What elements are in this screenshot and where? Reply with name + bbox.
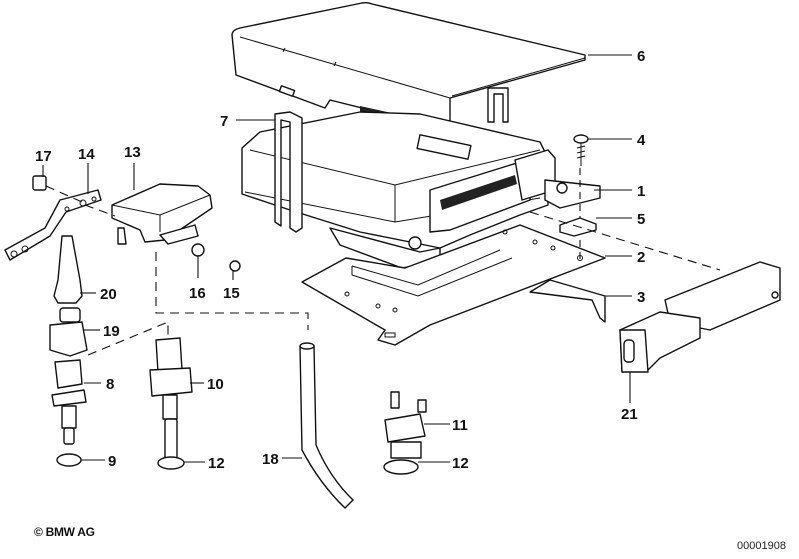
callout-19[interactable]: 19 (103, 323, 120, 340)
callout-18[interactable]: 18 (262, 451, 279, 468)
holder-bracket-part[interactable] (4, 189, 102, 261)
assembly-line (155, 252, 309, 330)
callout-15[interactable]: 15 (223, 285, 240, 302)
plug-part[interactable] (229, 260, 241, 272)
callout-21[interactable]: 21 (621, 406, 638, 423)
document-number: 00001908 (737, 540, 786, 552)
callout-10[interactable]: 10 (207, 376, 224, 393)
assembly-line (87, 321, 169, 356)
assembly-line (45, 185, 83, 203)
control-unit-part[interactable] (241, 111, 601, 269)
assembly-line (84, 204, 116, 217)
connector-cover-part[interactable] (619, 261, 781, 373)
plug-housing-part[interactable] (49, 307, 88, 357)
callout-20[interactable]: 20 (100, 286, 117, 303)
callout-12b[interactable]: 12 (452, 455, 469, 472)
assembly-line (529, 211, 721, 271)
callout-13[interactable]: 13 (124, 144, 141, 161)
screw-part[interactable] (573, 134, 589, 166)
callout-9[interactable]: 9 (108, 453, 116, 470)
callout-1[interactable]: 1 (637, 183, 645, 200)
copyright-notice: © BMW AG (34, 525, 95, 539)
hose-part[interactable] (299, 345, 354, 509)
clip-nut-17-part[interactable] (32, 175, 47, 191)
bracket-part[interactable] (529, 279, 606, 323)
rubber-boot-part[interactable] (53, 235, 83, 304)
callout-5[interactable]: 5 (637, 211, 645, 228)
temperature-sensor-part[interactable] (51, 359, 87, 445)
grommet-part[interactable] (191, 243, 205, 257)
callout-14[interactable]: 14 (78, 146, 95, 163)
leader-lines (42, 54, 632, 463)
sealing-ring-12-part[interactable] (157, 456, 185, 470)
callout-12a[interactable]: 12 (208, 455, 225, 472)
callout-6[interactable]: 6 (637, 48, 645, 65)
callout-7[interactable]: 7 (220, 113, 228, 130)
callout-4[interactable]: 4 (637, 132, 646, 149)
rear-strap (487, 87, 509, 123)
temperature-sender-part[interactable] (149, 337, 193, 460)
temperature-switch-part[interactable] (384, 391, 427, 459)
retaining-strap-part[interactable] (274, 111, 303, 233)
callout-16[interactable]: 16 (189, 285, 206, 302)
sealing-ring-12b-part[interactable] (383, 459, 419, 475)
callout-3[interactable]: 3 (637, 289, 645, 306)
callout-2[interactable]: 2 (637, 249, 645, 266)
sealing-ring-9-part[interactable] (56, 453, 82, 467)
callout-11[interactable]: 11 (452, 417, 468, 434)
callout-8[interactable]: 8 (106, 376, 114, 393)
relay-housing-part[interactable] (111, 183, 213, 245)
callouts: 1 2 3 4 5 6 7 8 9 10 11 12 12 13 14 15 1… (35, 48, 646, 472)
callout-17[interactable]: 17 (35, 148, 52, 165)
